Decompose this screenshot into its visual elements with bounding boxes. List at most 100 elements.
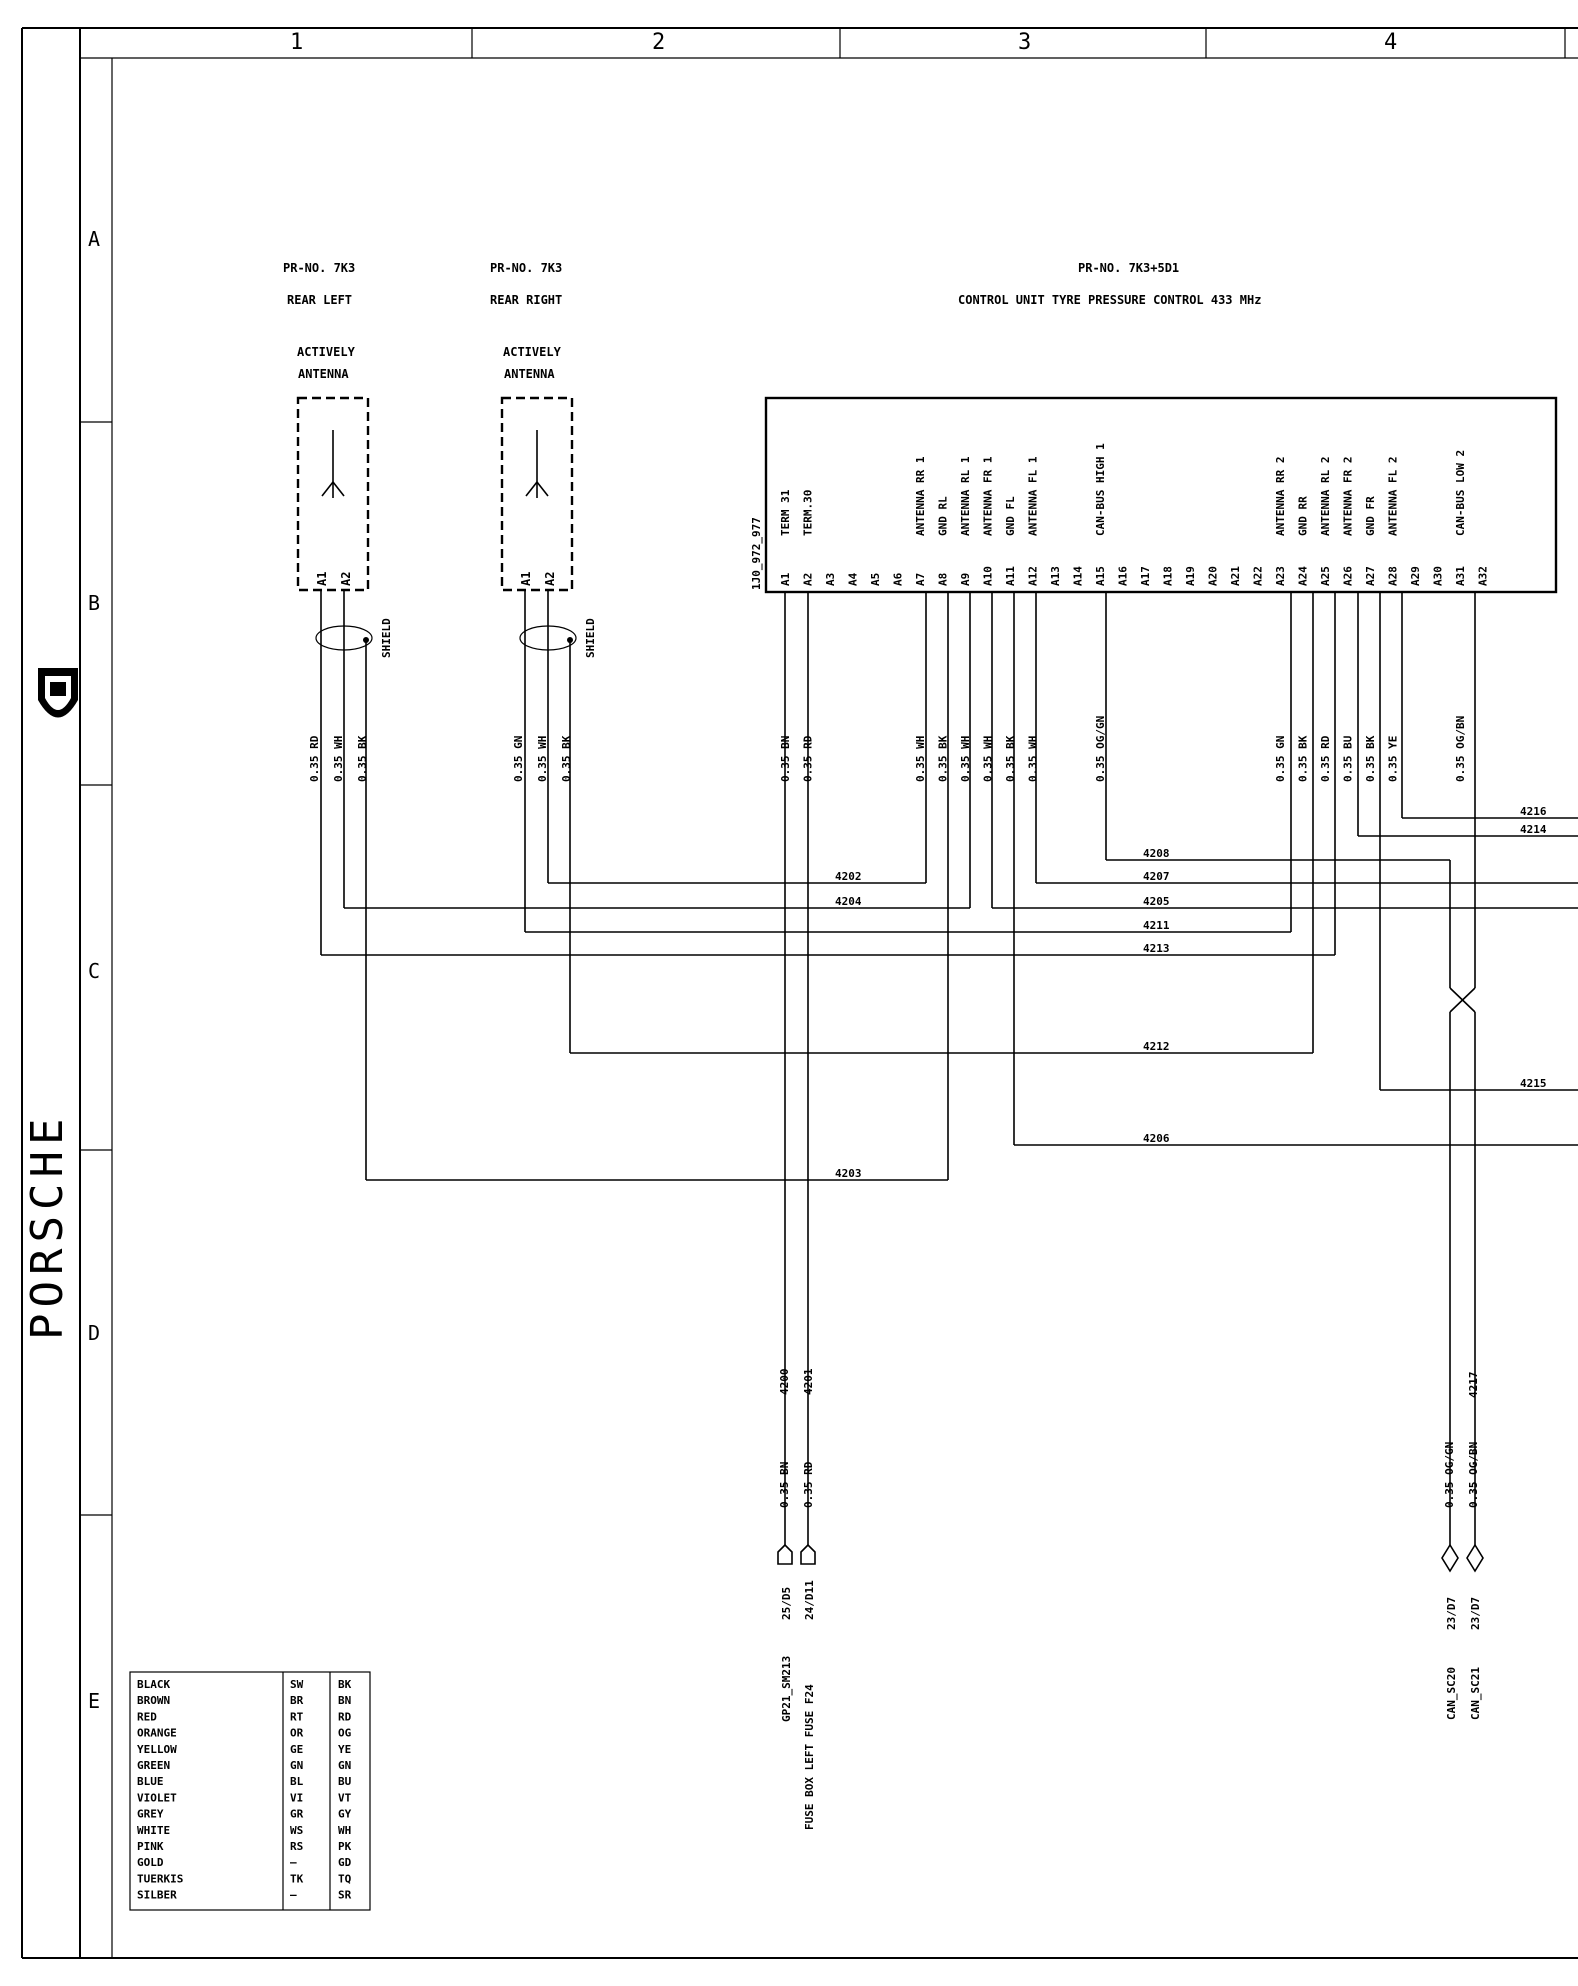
wiring [320, 590, 1578, 1545]
pr-number: PR-NO. 7K3 [490, 261, 562, 275]
row-label: B [88, 591, 100, 615]
pin-label: A27 [1364, 566, 1377, 586]
legend-cell: — [290, 1856, 297, 1869]
destination-label: FUSE BOX LEFT FUSE F24 [803, 1684, 816, 1830]
circuit-number: 4214 [1520, 823, 1547, 836]
signal-name: ANTENNA FL 2 [1387, 457, 1400, 536]
component-type: ACTIVELY [503, 345, 562, 359]
legend-cell: BL [290, 1775, 304, 1788]
legend-cell: SR [338, 1889, 352, 1902]
connector-icon [800, 1543, 816, 1565]
pin-label: A32 [1477, 566, 1490, 586]
pin-label: A5 [869, 573, 882, 586]
brand-logo: PORSCHE [22, 1113, 73, 1340]
pin-label: A12 [1027, 566, 1040, 586]
component-label: CONTROL UNIT TYRE PRESSURE CONTROL 433 M… [958, 293, 1261, 307]
signal-name: GND FR [1364, 496, 1377, 536]
signal-name: CAN-BUS LOW 2 [1454, 450, 1467, 536]
brand-wordmark: PORSCHE [22, 1113, 73, 1340]
circuit-number: 4203 [835, 1167, 862, 1180]
component-label: REAR RIGHT [490, 293, 562, 307]
wire-label: 0.35 BK [937, 735, 950, 782]
pin-label: A20 [1207, 566, 1220, 586]
wire-label: 0.35 RD [802, 1461, 815, 1508]
porsche-crest-icon [38, 668, 78, 718]
pin-label: A2 [543, 572, 557, 586]
legend-cell: BLUE [137, 1775, 164, 1788]
wire-label: 0.35 OG/BN [1467, 1442, 1480, 1508]
wire-label: 0.35 BK [1297, 735, 1310, 782]
pin-label: A1 [519, 572, 533, 586]
circuit-number: 4215 [1520, 1077, 1547, 1090]
circuit-number: 4205 [1143, 895, 1170, 908]
row-label: E [88, 1689, 100, 1713]
legend-cell: GN [338, 1759, 351, 1772]
legend-cell: TK [290, 1872, 304, 1885]
pin-label: A8 [937, 573, 950, 586]
circuit-number: 4201 [802, 1368, 815, 1395]
pin-label: A28 [1387, 566, 1400, 586]
connector-icon [777, 1543, 793, 1565]
legend-cell: VIOLET [137, 1791, 177, 1804]
legend-cell: BK [338, 1678, 352, 1691]
component-type: ANTENNA [298, 367, 349, 381]
signal-name: ANTENNA FR 2 [1342, 457, 1355, 536]
circuit-numbers: 4202 4204 4208 4207 4205 4211 4213 4212 … [835, 805, 1547, 1180]
signal-name: GND RR [1297, 496, 1310, 536]
component-type: ANTENNA [504, 367, 555, 381]
wire-label: 0.35 BN [778, 1462, 791, 1508]
signal-name: ANTENNA RR 1 [914, 456, 927, 536]
part-number: 1J0_972_977 [750, 517, 763, 590]
antenna-icon [525, 430, 549, 498]
page-reference: 23/D7 [1469, 1597, 1482, 1630]
pin-label: A24 [1297, 566, 1310, 586]
pin-label: A19 [1184, 566, 1197, 586]
signal-name: GND RL [937, 496, 950, 536]
legend-cell: SW [290, 1678, 304, 1691]
circuit-number: 4200 [778, 1369, 791, 1396]
supply-connection: 4200 4201 0.35 BN 0.35 RD 25/D5 24/D11 G… [777, 1368, 816, 1830]
wire-label: 0.35 BK [356, 735, 369, 782]
legend-cell: GREY [137, 1808, 164, 1821]
wire-label: 0.35 WH [332, 736, 345, 782]
pin-label: A22 [1252, 566, 1265, 586]
pr-number: PR-NO. 7K3+5D1 [1078, 261, 1179, 275]
wire-label: 0.35 GN [1274, 736, 1287, 782]
signal-name: CAN-BUS HIGH 1 [1094, 443, 1107, 536]
legend-cell: — [290, 1889, 297, 1902]
pin-label: A14 [1072, 566, 1085, 586]
signal-name: ANTENNA FL 1 [1027, 456, 1040, 536]
legend-cell: OG [338, 1727, 352, 1740]
shield-label: SHIELD [380, 618, 393, 658]
pin-label: A9 [959, 573, 972, 586]
wire-label: 0.35 YE [1387, 736, 1400, 782]
row-label: A [88, 227, 100, 251]
signal-name: ANTENNA RL 1 [959, 456, 972, 536]
page-reference: 24/D11 [803, 1580, 816, 1620]
pin-label: A17 [1139, 566, 1152, 586]
antenna-icon [321, 430, 345, 498]
component-label: REAR LEFT [287, 293, 352, 307]
legend-cell: TUERKIS [137, 1872, 183, 1885]
circuit-number: 4216 [1520, 805, 1547, 818]
signal-name: TERM 31 [779, 489, 792, 536]
shield-label: SHIELD [584, 618, 597, 658]
page-reference: 23/D7 [1445, 1597, 1458, 1630]
legend-cell: WH [338, 1824, 351, 1837]
legend-cell: GN [290, 1759, 303, 1772]
pin-label: A15 [1094, 566, 1107, 586]
legend-cell: PINK [137, 1840, 164, 1853]
signal-name: GND FL [1004, 496, 1017, 536]
destination-label: GP21_SM213 [780, 1656, 793, 1722]
pin-label: A2 [339, 572, 353, 586]
pin-label: A29 [1409, 566, 1422, 586]
circuit-number: 4204 [835, 895, 862, 908]
pin-label: A13 [1049, 566, 1062, 586]
row-labels: A B C D E [88, 227, 100, 1713]
pin-label: A6 [892, 572, 905, 586]
